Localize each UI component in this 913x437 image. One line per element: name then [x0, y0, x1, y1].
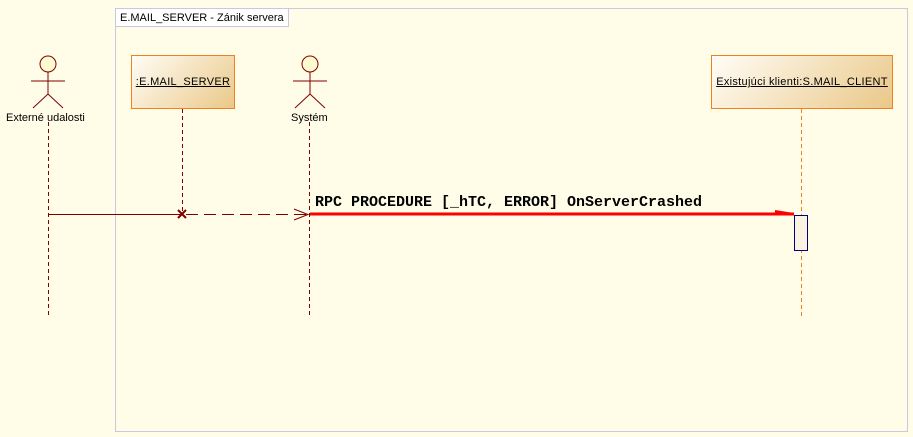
actor-label: Systém: [291, 112, 328, 124]
message-label[interactable]: RPC PROCEDURE [_hTC, ERROR] OnServerCras…: [315, 194, 703, 211]
object-client[interactable]: Existujúci klienti:S.MAIL_CLIENT: [711, 55, 893, 109]
actor-system-icon: [293, 55, 327, 109]
frame-title: E.MAIL_SERVER - Zánik servera: [115, 8, 289, 27]
open-arrowhead-icon: [293, 208, 310, 221]
actor-label: Externé udalosti: [6, 112, 85, 124]
frame-border: [115, 8, 908, 432]
destroy-x-icon: [177, 209, 187, 219]
object-email-server[interactable]: :E.MAIL_SERVER: [131, 55, 235, 109]
message-arrowhead-icon: [775, 210, 794, 214]
actor-externe-udalosti-icon: [31, 55, 65, 109]
activation-bar[interactable]: [794, 215, 808, 251]
